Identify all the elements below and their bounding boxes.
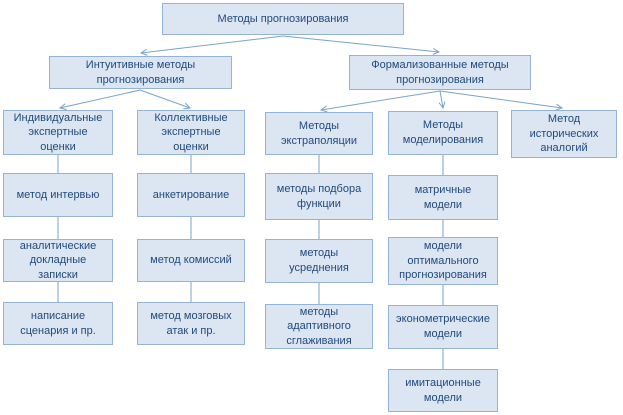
node-function-fitting-methods: методы подбора функции [265, 173, 373, 220]
node-optimal-forecasting-models: модели оптимального прогнозирования [388, 237, 498, 285]
node-modeling-methods: Методы моделирования [388, 111, 498, 155]
node-collective-expert-estimates: Коллективные экспертные оценки [137, 110, 245, 155]
node-interview-method: метод интервью [3, 173, 113, 217]
node-brainstorm-method: метод мозговых атак и пр. [137, 302, 245, 345]
node-analytical-memos: аналитические докладные записки [3, 239, 113, 282]
node-scenario-writing: написание сценария и пр. [3, 302, 113, 345]
node-matrix-models: матричные модели [388, 175, 498, 220]
node-intuitive-methods: Интуитивные методы прогнозирования [49, 56, 232, 89]
node-individual-expert-estimates: Индивидуальные экспертные оценки [3, 110, 113, 155]
node-commission-method: метод комиссий [137, 239, 245, 282]
node-extrapolation-methods: Методы экстраполяции [265, 112, 373, 155]
node-forecasting-methods: Методы прогнозирования [162, 3, 404, 35]
node-historical-analogies: Метод исторических аналогий [511, 110, 617, 158]
node-adaptive-smoothing-methods: методы адаптивного сглаживания [265, 304, 373, 349]
node-simulation-models: имитационные модели [388, 369, 498, 412]
node-formalized-methods: Формализованные методы прогнозирования [349, 55, 531, 90]
node-averaging-methods: методы усреднения [265, 239, 373, 283]
node-questionnaire: анкетирование [137, 173, 245, 217]
node-econometric-models: эконометрические модели [388, 305, 498, 349]
